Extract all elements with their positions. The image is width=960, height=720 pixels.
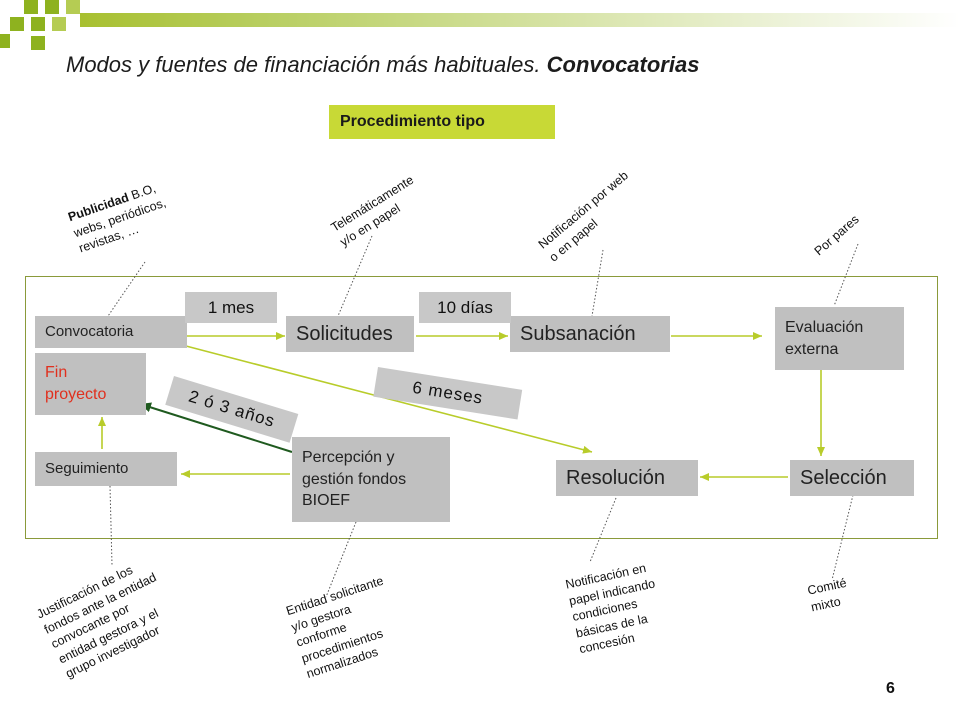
node-seguimiento: Seguimiento [35,452,177,486]
leader-line [337,235,373,317]
slide-title: Modos y fuentes de financiación más habi… [66,52,700,77]
header-square-decoration [24,0,38,14]
node-subsanacion: Subsanación [510,316,670,352]
duration-1-mes: 1 mes [185,292,277,323]
arrow-percepcion-fin [139,402,293,453]
leader-line [325,521,357,598]
header-gradient-bar [80,13,960,27]
node-seleccion: Selección [790,460,914,496]
header-square-decoration [10,17,24,31]
node-percepcion-gestion: Percepción y gestión fondos BIOEF [292,437,450,522]
leader-line [109,485,113,566]
leader-line [833,243,859,307]
process-frame [25,276,938,539]
header-square-decoration [31,17,45,31]
header-square-decoration [31,36,45,50]
node-fin-proyecto: Fin proyecto [35,353,146,415]
duration-10-dias: 10 días [419,292,511,323]
leader-line [105,261,146,320]
node-solicitudes: Solicitudes [286,316,414,352]
node-convocatoria: Convocatoria [35,316,187,348]
node-evaluacion-externa: Evaluación externa [775,307,904,370]
leader-line [591,249,604,317]
node-resolucion: Resolución [556,460,698,496]
leader-line [831,494,854,581]
header-square-decoration [0,34,10,48]
leader-line [589,497,617,563]
header-square-decoration [52,17,66,31]
page-number: 6 [886,680,895,697]
subtitle-label: Procedimiento tipo [329,105,555,139]
header-square-decoration [45,0,59,14]
header-square-decoration [66,0,80,14]
